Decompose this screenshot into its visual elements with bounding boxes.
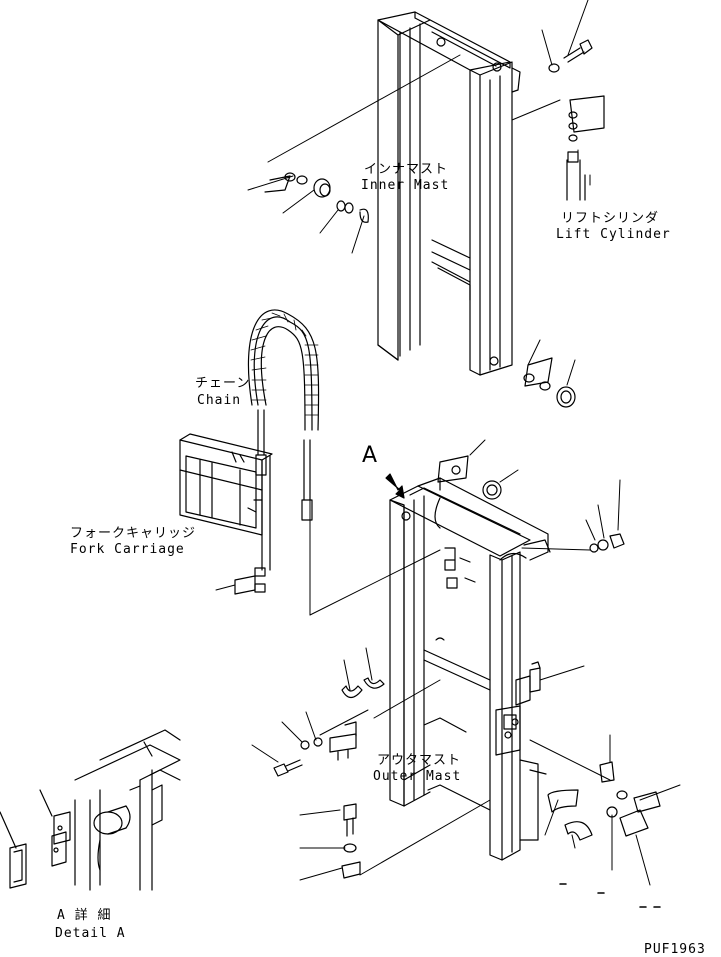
fork-carriage-label-ja: フォークキャリッジ xyxy=(70,526,197,541)
chain-label-ja: チェーン xyxy=(195,376,251,391)
outer-mast-label-ja: アウタマスト xyxy=(377,753,462,768)
outer-mast xyxy=(389,477,551,861)
inner-mast-label-en: Inner Mast xyxy=(361,178,450,193)
view-marker-a: A xyxy=(362,443,378,468)
inner-mast xyxy=(377,11,521,376)
detail-a-label-en: Detail A xyxy=(55,926,126,941)
view-arrow-a xyxy=(385,473,405,499)
fork-carriage-label-en: Fork Carriage xyxy=(70,542,185,557)
detail-a-label-ja: A 詳 細 xyxy=(57,908,112,923)
detail-a xyxy=(0,729,181,891)
outer-mast-small-parts xyxy=(273,455,661,879)
inner-mast-label-ja: インナマスト xyxy=(364,162,449,177)
leaders-outer xyxy=(251,439,681,886)
leaders-middle xyxy=(215,499,441,616)
inner-mast-small-parts xyxy=(264,39,605,408)
chain-label-en: Chain xyxy=(197,393,242,408)
outer-mast-label-en: Outer Mast xyxy=(373,769,462,784)
leaders-inner xyxy=(247,0,591,386)
lift-cylinder-label-en: Lift Cylinder xyxy=(556,227,671,242)
drawing-code: PUF1963 xyxy=(644,942,706,957)
fork-carriage xyxy=(179,433,273,595)
chain xyxy=(247,309,320,521)
lift-cylinder-label-ja: リフトシリンダ xyxy=(561,211,660,226)
